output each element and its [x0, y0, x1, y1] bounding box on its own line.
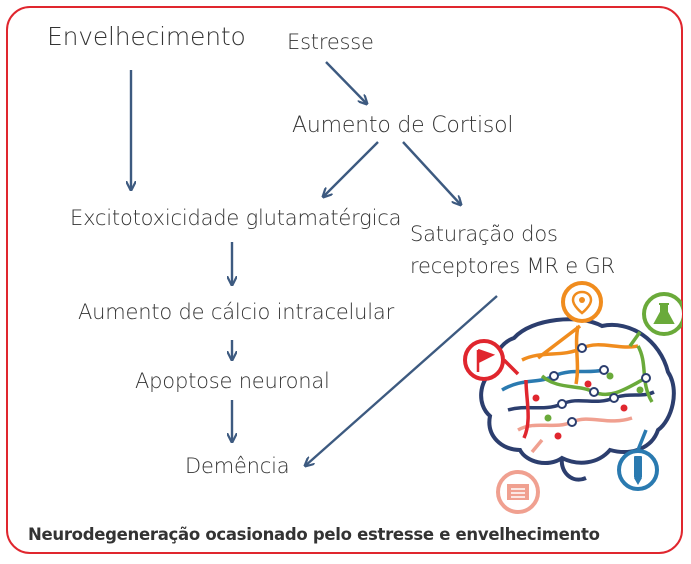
diagram-frame: [6, 6, 683, 554]
map-pin-icon: [561, 281, 603, 323]
node-envelhecimento: Envelhecimento: [47, 22, 246, 51]
node-estresse: Estresse: [287, 30, 374, 54]
diagram-caption: Neurodegeneração ocasionado pelo estress…: [28, 525, 600, 544]
brain-outline: [479, 317, 676, 466]
node-apoptose: Apoptose neuronal: [135, 369, 330, 393]
arrow-cortisol-to-excitotoxicidade: [323, 141, 379, 197]
arrow-cortisol-to-saturacao: [402, 141, 461, 205]
node-excitotoxicidade: Excitotoxicidade glutamatérgica: [70, 206, 402, 230]
brain-illustration: [463, 281, 682, 514]
node-demencia: Demência: [185, 454, 290, 478]
node-saturacao-line2: receptores MR e GR: [410, 254, 615, 278]
node-aumento-cortisol: Aumento de Cortisol: [292, 113, 514, 138]
node-aumento-calcio: Aumento de cálcio intracelular: [78, 300, 395, 324]
arrow-saturacao-to-demencia: [305, 295, 498, 466]
flag-icon: [463, 339, 505, 381]
pencil-icon: [617, 449, 659, 491]
arrow-estresse-to-cortisol: [325, 61, 367, 104]
node-saturacao-line1: Saturação dos: [410, 222, 558, 246]
book-icon: [496, 470, 540, 514]
flask-icon: [642, 292, 682, 336]
